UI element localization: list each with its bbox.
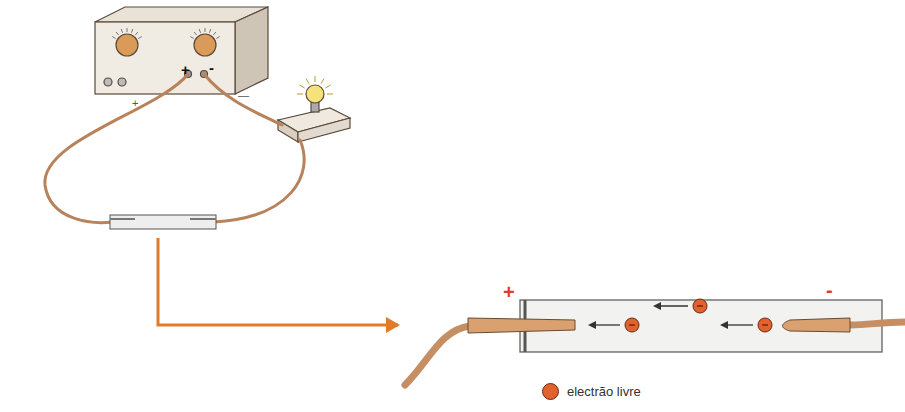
conductor-strip [110, 215, 216, 229]
polarity-label: + [132, 98, 138, 109]
polarity-label: — [238, 90, 249, 101]
polarity-label: - [826, 280, 833, 300]
polarity-label: + [503, 282, 515, 302]
legend-text: electrão livre [567, 384, 641, 399]
free-electrons [590, 299, 772, 332]
legend-entry: electrão livre [542, 383, 641, 400]
zoom-arrow [158, 238, 398, 325]
terminal-sign: - [209, 60, 214, 75]
zoomed-conductor [405, 300, 905, 385]
terminal-sign: + [181, 62, 190, 77]
legend-swatch [542, 383, 559, 400]
lamp [278, 85, 350, 142]
wires [45, 74, 304, 223]
